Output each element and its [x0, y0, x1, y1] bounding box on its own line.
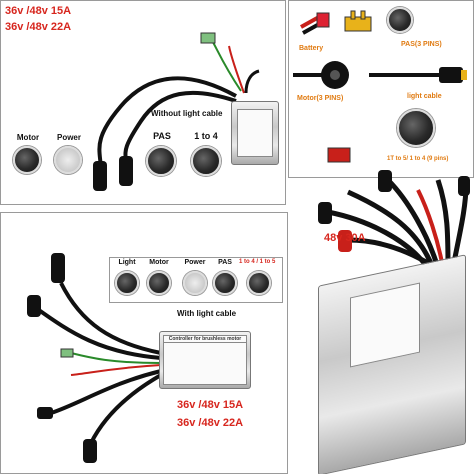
legend-power-icon [183, 271, 207, 295]
caption-without-light: Without light cable [151, 109, 223, 118]
light-cable-icon [369, 67, 467, 83]
pas-connector-icon [146, 146, 176, 176]
label-pas-pins: PAS(3 PINS) [401, 41, 442, 48]
legend-pas: PAS [218, 259, 232, 266]
label-light-cable: light cable [407, 93, 442, 100]
label-motor: Motor [16, 133, 40, 142]
legend-motor: Motor [149, 259, 169, 266]
nine-pin-connector-icon [397, 109, 435, 147]
label-power: Power [56, 133, 81, 142]
label-pas: PAS [153, 131, 171, 141]
controller-sticker-large [350, 282, 420, 368]
legend-power: Power [184, 259, 206, 266]
motor-cable-icon [293, 61, 349, 89]
spec-line-2: 36v /48v 22A [5, 21, 72, 33]
label-pin-convert: 1T to 5/ 1 to 4 (9 pins) [387, 156, 449, 162]
sticker-title: Controller for brushless motor [164, 336, 246, 343]
one-to-four-connector-icon [191, 146, 221, 176]
pas-3pin-icon [387, 7, 413, 33]
controller-housing-large [318, 254, 466, 474]
bottom-spec-line-2: 36v /48v 22A [177, 417, 244, 429]
panel-top-right: Battery PAS(3 PINS) Motor(3 PINS) light … [288, 0, 474, 178]
panel-bottom-left: Light Motor Power PAS 1 to 4 / 1 to 5 Wi… [0, 212, 288, 474]
legend-pas-icon [213, 271, 237, 295]
legend-1to4-1to5: 1 to 4 / 1 to 5 [239, 259, 276, 265]
motor-connector-icon [13, 146, 41, 174]
cables-without-light [93, 32, 260, 191]
legend-1to4-icon [247, 271, 271, 295]
controller-sticker [237, 109, 273, 157]
label-1to4: 1 to 4 [194, 131, 218, 141]
caption-with-light: With light cable [177, 309, 237, 318]
legend-light: Light [118, 259, 136, 266]
legend-light-icon [115, 271, 139, 295]
label-motor-pins: Motor(3 PINS) [297, 95, 344, 102]
cables-with-light [27, 253, 162, 463]
controller-sticker-bottom: Controller for brushless motor [163, 335, 247, 385]
power-connector-icon [54, 146, 82, 174]
spec-48v-30a: 48v 30A [324, 232, 366, 244]
label-battery: Battery [299, 45, 324, 52]
panel-right-large: 48v 30A [288, 140, 474, 474]
xt60-plug-icon [344, 10, 372, 32]
battery-plug-icon [300, 12, 330, 35]
bottom-spec-line-1: 36v /48v 15A [177, 399, 244, 411]
spec-line-1: 36v /48v 15A [5, 5, 72, 17]
legend-motor-icon [147, 271, 171, 295]
panel-top-left: 36v /48v 15A 36v /48v 22A Without light … [0, 0, 286, 205]
